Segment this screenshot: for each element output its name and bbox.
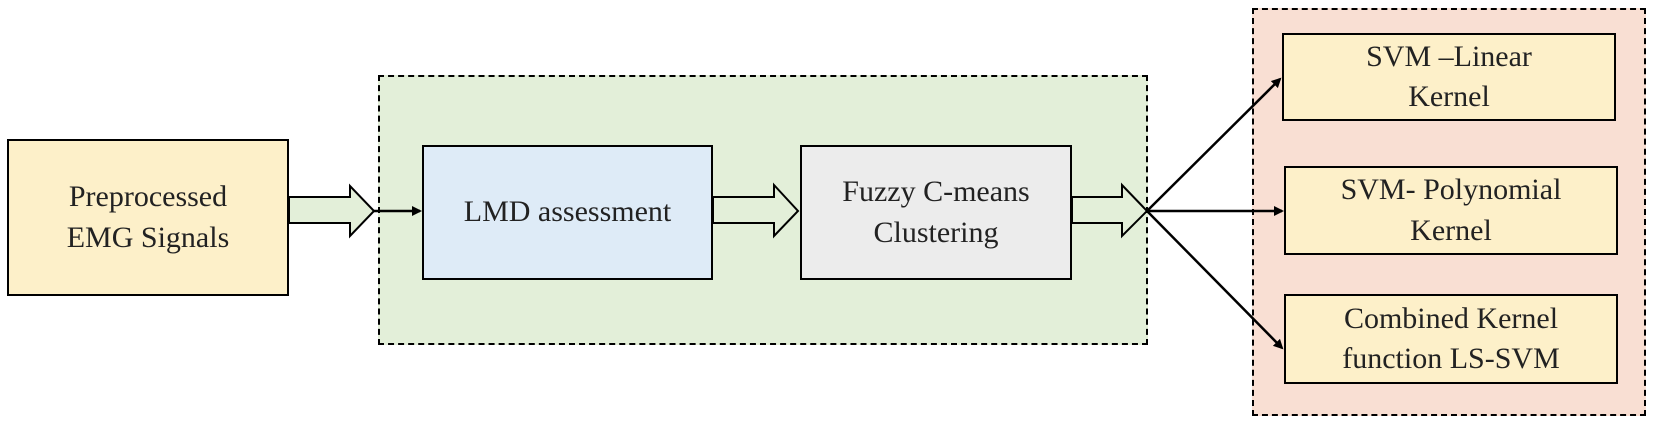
block-arrow-input-to-group bbox=[288, 183, 376, 239]
fuzzy-c-means-box: Fuzzy C-means Clustering bbox=[800, 145, 1072, 280]
input-emg-signals-label: Preprocessed EMG Signals bbox=[66, 180, 230, 254]
svm-polynomial-kernel-box: SVM- Polynomial Kernel bbox=[1284, 166, 1618, 255]
lmd-assessment-label: LMD assessment bbox=[463, 195, 672, 229]
combined-kernel-ls-svm-box: Combined Kernel function LS-SVM bbox=[1284, 294, 1618, 384]
input-emg-signals-box: Preprocessed EMG Signals bbox=[7, 139, 289, 296]
lmd-assessment-box: LMD assessment bbox=[422, 145, 713, 280]
svm-linear-kernel-box: SVM –Linear Kernel bbox=[1282, 33, 1616, 121]
combined-kernel-ls-svm-label: Combined Kernel function LS-SVM bbox=[1342, 301, 1560, 376]
fuzzy-c-means-label: Fuzzy C-means Clustering bbox=[842, 175, 1030, 249]
svm-linear-kernel-label: SVM –Linear Kernel bbox=[1366, 39, 1532, 114]
svm-polynomial-kernel-label: SVM- Polynomial Kernel bbox=[1340, 173, 1562, 247]
